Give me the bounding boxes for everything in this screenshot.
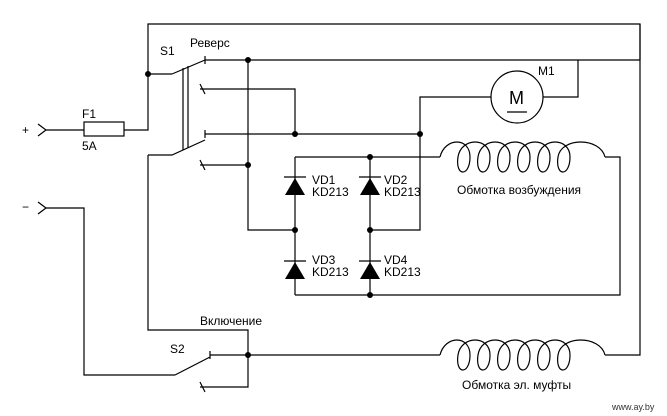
diode-vd3-symbol (285, 262, 305, 279)
minus-terminal-label: − (22, 200, 29, 214)
junction-node (367, 154, 373, 160)
s1-contact-4-tick (199, 159, 206, 171)
s2-blade (174, 356, 211, 376)
clutch-coil-label: Обмотка эл. муфты (462, 378, 571, 392)
fuse-to-node-wire (124, 74, 149, 131)
diode-vd4-part: KD213 (384, 265, 421, 279)
field-coil-label: Обмотка возбуждения (457, 183, 581, 197)
plus-terminal-label: + (22, 123, 29, 137)
motor-m1-ref: M1 (538, 64, 555, 78)
junction-node (245, 352, 251, 358)
minus-input-wire (46, 207, 175, 376)
diode-vd1-symbol (285, 178, 305, 195)
junction-node (367, 227, 373, 233)
switch-s1-name: Реверс (190, 36, 230, 50)
minus-terminal-arrow (37, 201, 47, 215)
bridge-bottom-rail (295, 156, 621, 296)
motor-right-wire (543, 60, 579, 98)
s2-contact-lower (200, 355, 249, 388)
motor-left-wire (370, 96, 491, 231)
diode-vd2-part: KD213 (384, 185, 421, 199)
junction-node (367, 292, 373, 298)
fuse-f1-body (83, 121, 125, 137)
s2-contact-lower-tick (199, 381, 206, 393)
s1-lower-blade (148, 139, 206, 156)
diode-vd2-symbol (360, 178, 380, 195)
clutch-coil-winding (439, 339, 606, 371)
diode-vd3-ref: VD3 (312, 253, 336, 267)
diode-vd1-ref: VD1 (312, 173, 336, 187)
diode-vd3-part: KD213 (312, 265, 349, 279)
junction-node (292, 227, 298, 233)
s1-contact-2 (200, 88, 296, 134)
fuse-f1-ref: F1 (82, 107, 96, 121)
diode-vd4-symbol (360, 262, 380, 279)
switch-s2-ref: S2 (170, 342, 185, 356)
vertical-bus-wire (247, 60, 295, 231)
diode-vd2-ref: VD2 (384, 173, 408, 187)
plus-terminal-arrow (37, 123, 47, 137)
switch-s2-name: Включение (200, 314, 262, 328)
watermark-text: www.ay.by (611, 402, 655, 412)
diode-vd1-part: KD213 (312, 185, 349, 199)
diode-vd4-ref: VD4 (384, 253, 408, 267)
s1-contact-2-tick (199, 83, 206, 95)
junction-node (145, 71, 151, 77)
motor-m1-symbol: M (509, 88, 524, 108)
s2-feed-wire (147, 155, 249, 355)
field-coil-winding (439, 141, 606, 173)
junction-node (292, 131, 298, 137)
fuse-f1-rating: 5A (82, 139, 97, 153)
switch-s1-ref: S1 (160, 44, 175, 58)
